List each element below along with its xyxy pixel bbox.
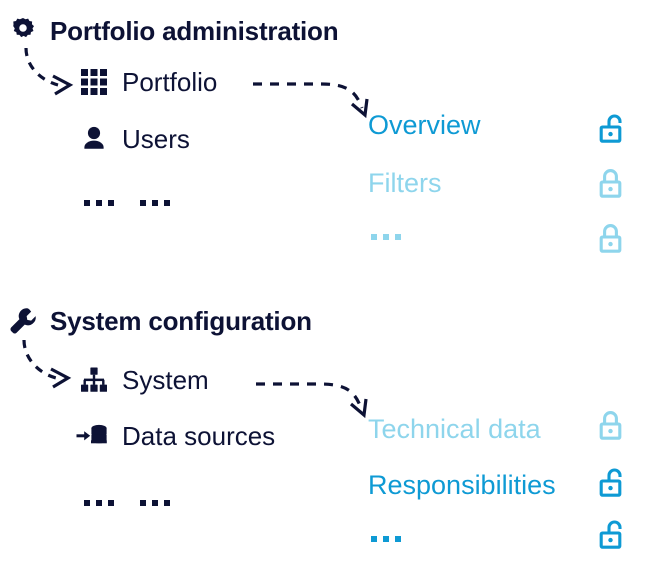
- detail-item-label: Responsibilities: [368, 470, 556, 500]
- menu-item-users[interactable]: Users: [80, 125, 190, 153]
- lock-unlocked-responsibilities[interactable]: [598, 466, 630, 500]
- menu-item-label: Data sources: [122, 421, 276, 451]
- section-heading-system-configuration: System configuration: [8, 306, 312, 336]
- detail-item-more-system[interactable]: [371, 536, 401, 542]
- ellipsis-2: [140, 200, 170, 206]
- section-heading-label: System configuration: [50, 306, 312, 336]
- lock-locked-filters[interactable]: [598, 167, 630, 201]
- menu-item-system[interactable]: System: [80, 366, 209, 394]
- detail-item-filters[interactable]: Filters: [368, 170, 442, 197]
- detail-item-label: Technical data: [368, 414, 541, 444]
- menu-ellipsis-portfolio-administration: [84, 200, 170, 206]
- menu-item-label: Portfolio: [122, 67, 218, 97]
- lock-unlocked-more-system[interactable]: [598, 518, 630, 552]
- ellipsis-1: [84, 200, 114, 206]
- ellipsis-1: [84, 500, 114, 506]
- menu-item-label: Users: [122, 124, 190, 154]
- detail-item-label: Filters: [368, 168, 442, 198]
- sitemap-icon: [80, 366, 108, 394]
- lock-unlocked-overview[interactable]: [598, 112, 630, 146]
- detail-item-technical-data[interactable]: Technical data: [368, 416, 541, 443]
- gear-icon: [8, 16, 38, 46]
- gear-to-portfolio-arrow: [24, 47, 74, 96]
- menu-item-label: System: [122, 365, 209, 395]
- ellipsis-detail: [371, 536, 401, 542]
- system-to-technical-data-arrow: [256, 382, 368, 419]
- lock-locked-technical-data[interactable]: [598, 409, 630, 443]
- detail-item-label: Overview: [368, 110, 481, 140]
- section-heading-label: Portfolio administration: [50, 16, 339, 46]
- wrench-icon: [8, 306, 38, 336]
- lock-locked-more-portfolio[interactable]: [598, 222, 630, 256]
- wrench-to-system-arrow: [22, 339, 72, 389]
- ellipsis-2: [140, 500, 170, 506]
- ellipsis-detail: [371, 234, 401, 240]
- detail-item-overview[interactable]: Overview: [368, 112, 481, 139]
- menu-ellipsis-system-configuration: [84, 500, 170, 506]
- section-heading-portfolio-administration: Portfolio administration: [8, 16, 339, 46]
- grid-icon: [80, 68, 108, 96]
- menu-item-portfolio[interactable]: Portfolio: [80, 68, 217, 96]
- user-icon: [80, 125, 108, 153]
- menu-item-data-sources[interactable]: Data sources: [76, 422, 275, 450]
- detail-item-more-portfolio[interactable]: [371, 234, 401, 240]
- detail-item-responsibilities[interactable]: Responsibilities: [368, 472, 556, 499]
- portfolio-to-overview-arrow: [253, 82, 369, 119]
- database-import-icon: [76, 422, 108, 450]
